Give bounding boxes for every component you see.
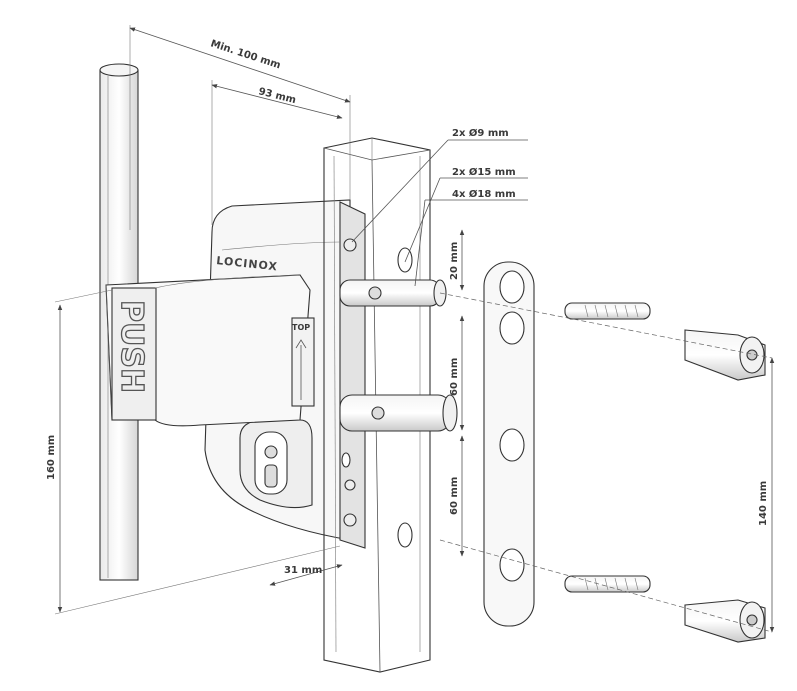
dimension-140: 140 mm <box>758 481 769 526</box>
dimension-93: 93 mm <box>257 86 297 106</box>
push-handle <box>105 274 315 427</box>
hole-9-label: 2x Ø9 mm <box>452 127 509 139</box>
upper-screw <box>564 302 651 320</box>
alignment-lines <box>439 292 773 633</box>
top-label: TOP <box>292 323 310 332</box>
hole-15-label: 2x Ø15 mm <box>452 166 516 178</box>
dimension-160: 160 mm <box>46 435 57 480</box>
hole-18-label: 4x Ø18 mm <box>452 188 516 200</box>
lower-cap-nut <box>684 599 766 643</box>
push-label: PUSH <box>114 300 149 393</box>
lower-bolt <box>339 394 458 432</box>
dimension-60-lower: 60 mm <box>449 477 460 515</box>
dimension-31: 31 mm <box>284 565 322 576</box>
upper-bolt <box>339 279 447 307</box>
lower-screw <box>564 575 651 593</box>
upper-cap-nut <box>684 329 766 381</box>
brand-logo-text: LOCINOX <box>216 254 279 273</box>
dimension-60-upper: 60 mm <box>449 358 460 396</box>
dimension-20: 20 mm <box>449 242 460 280</box>
back-plate <box>483 261 535 627</box>
dimension-lines <box>54 25 775 633</box>
